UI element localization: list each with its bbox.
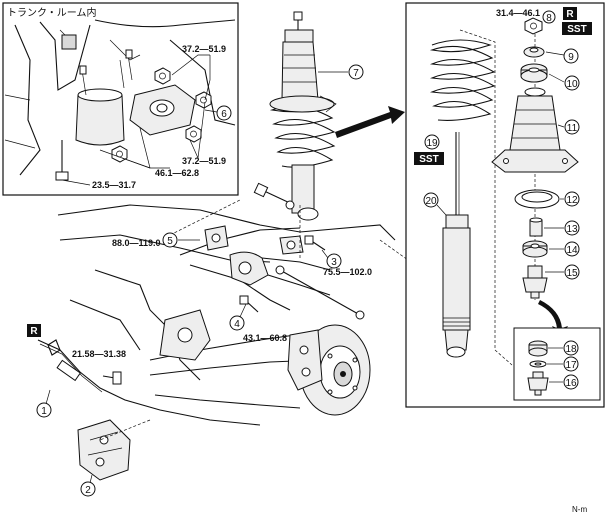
r-tag-left: R (27, 324, 41, 337)
spring-seat (514, 189, 560, 209)
torque-label-inset-bottom: 23.5—31.7 (92, 180, 136, 190)
torque-label-left-upper: 88.0—119.0 (112, 238, 161, 248)
torque-label-top-nut: 31.4—46.1 (496, 8, 540, 18)
callout-5: 5 (162, 232, 200, 248)
lock-nut (524, 17, 543, 35)
callout-8: 8 (542, 10, 556, 24)
cable-bracket-bolt (102, 371, 122, 385)
svg-text:3: 3 (331, 257, 337, 268)
callout-11: 11 (557, 119, 580, 135)
r-tag-right: R (563, 7, 577, 20)
callout-3: 3 (321, 249, 342, 269)
svg-text:R: R (566, 9, 574, 20)
figure-code: N-m (572, 505, 587, 514)
callout-10: 10 (548, 73, 580, 91)
torque-label-inset-upper: 37.2—51.9 (182, 44, 226, 54)
coil-spring (429, 39, 496, 121)
callout-14: 14 (549, 241, 580, 257)
svg-text:11: 11 (567, 123, 578, 134)
torque-label-right-mid: 75.5—102.0 (323, 267, 372, 277)
callout-9: 9 (545, 48, 579, 64)
svg-text:9: 9 (568, 52, 574, 63)
callout-7: 7 (318, 64, 364, 80)
svg-text:R: R (30, 326, 38, 337)
inset-trunk-room: トランク・ルーム内 (2, 2, 239, 196)
torque-label-inset-lower: 37.2—51.9 (182, 156, 226, 166)
brake-caliper (77, 419, 131, 481)
callout-15: 15 (545, 264, 580, 280)
torque-label-center: 43.1—60.8 (243, 333, 287, 343)
inset-nut-lower (185, 125, 202, 143)
svg-text:14: 14 (566, 245, 578, 256)
bump-stopper (522, 265, 548, 299)
shock-absorber-assembly (253, 11, 337, 221)
torque-label-inset-mid: 46.1—62.8 (155, 168, 199, 178)
svg-text:6: 6 (221, 109, 227, 120)
callout-20: 20 (423, 192, 447, 216)
callout-2: 2 (80, 474, 96, 497)
strut-mount (491, 87, 579, 173)
svg-text:18: 18 (565, 344, 577, 355)
svg-text:19: 19 (426, 138, 438, 149)
svg-text:SST: SST (419, 154, 438, 165)
svg-text:15: 15 (566, 268, 578, 279)
svg-text:4: 4 (234, 319, 240, 330)
sst-tag-right: SST (562, 22, 592, 35)
callout-6: 6 (204, 105, 232, 121)
inset-nut-upper (154, 67, 171, 85)
svg-text:12: 12 (566, 195, 578, 206)
svg-text:2: 2 (85, 485, 91, 496)
lower-bushing (522, 240, 548, 258)
svg-text:10: 10 (566, 79, 578, 90)
inset-nut-right (195, 91, 212, 109)
callout-4: 4 (229, 303, 247, 331)
svg-text:8: 8 (546, 13, 552, 24)
torque-label-cable: 21.58—31.38 (72, 349, 126, 359)
strut-parts-box: 19 SST 20 31.4—46.1 8 R (405, 2, 605, 408)
svg-text:13: 13 (566, 224, 578, 235)
inset-title: トランク・ルーム内 (7, 6, 97, 19)
callout-17: 17 (547, 356, 579, 372)
sst-tag-left: SST (414, 152, 444, 165)
svg-text:17: 17 (565, 360, 577, 371)
callout-18: 18 (548, 340, 579, 356)
svg-text:20: 20 (425, 196, 437, 207)
svg-text:SST: SST (567, 24, 586, 35)
callout-12: 12 (560, 191, 580, 207)
inset-nut-mid (111, 145, 128, 163)
svg-text:7: 7 (353, 68, 359, 79)
svg-text:16: 16 (565, 378, 577, 389)
callout-19: 19 (424, 134, 440, 150)
shock-absorber (442, 132, 471, 358)
suspension-subframe (37, 199, 409, 481)
svg-text:1: 1 (41, 406, 47, 417)
callout-13: 13 (544, 220, 580, 236)
callout-16: 16 (549, 374, 579, 390)
svg-text:5: 5 (167, 236, 173, 247)
washer (523, 46, 545, 58)
spacer (529, 217, 543, 237)
callout-1: 1 (36, 389, 52, 418)
expand-arrow (335, 106, 405, 138)
upper-bushing (520, 63, 548, 83)
